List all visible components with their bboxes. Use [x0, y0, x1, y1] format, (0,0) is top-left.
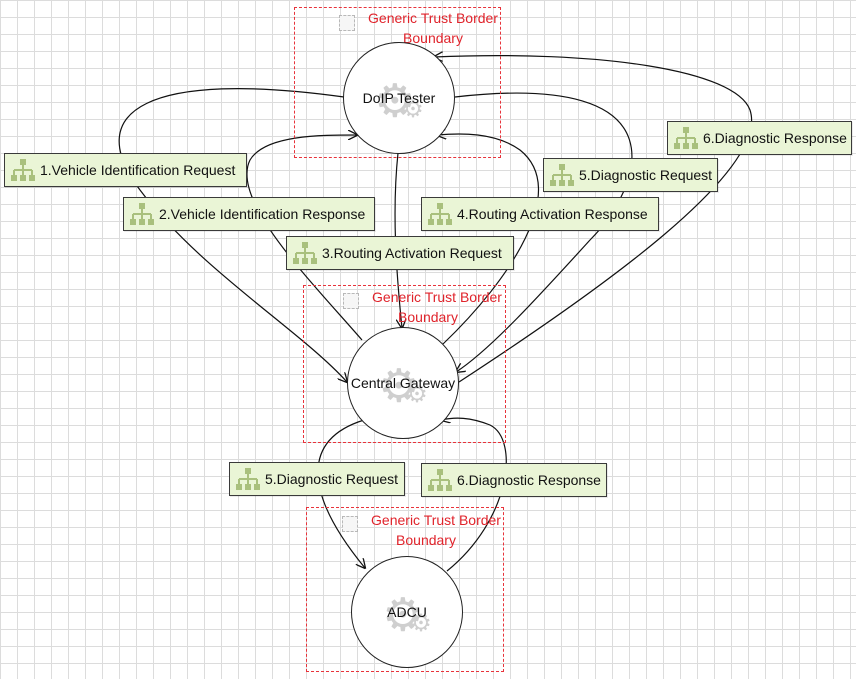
- boundary-label-line2: Boundary: [403, 30, 463, 46]
- gear-icon: ⚙: [378, 359, 420, 412]
- dataflow-icon: [11, 159, 35, 181]
- trust-boundary-doip-label: Generic Trust Border Boundary: [360, 8, 506, 48]
- flow-label-text: 1.Vehicle Identification Request: [40, 162, 236, 178]
- flow-label-text: 3.Routing Activation Request: [322, 245, 502, 261]
- flow-label-text: 6.Diagnostic Response: [457, 472, 601, 488]
- boundary-label-line2: Boundary: [398, 309, 458, 325]
- boundary-label-line1: Generic Trust Border: [372, 289, 502, 305]
- dataflow-icon: [428, 469, 452, 491]
- trust-boundary-adcu-label: Generic Trust Border Boundary: [363, 510, 509, 550]
- trust-boundary-doip[interactable]: [294, 7, 501, 158]
- boundary-label-line1: Generic Trust Border: [371, 512, 501, 528]
- flow-8-edge[interactable]: [441, 418, 507, 572]
- boundary-label-line2: Boundary: [396, 532, 456, 548]
- dataflow-icon: [293, 242, 317, 264]
- flow-2-edge[interactable]: [246, 135, 363, 341]
- flow-label-2[interactable]: 2.Vehicle Identification Response: [123, 197, 375, 231]
- dataflow-icon: [550, 164, 574, 186]
- gear-icon: ⚙: [406, 381, 428, 408]
- gear-icon: ⚙: [410, 610, 432, 637]
- process-central-gateway[interactable]: ⚙ ⚙ Central Gateway: [347, 327, 459, 439]
- flow-label-7[interactable]: 5.Diagnostic Request: [229, 462, 405, 496]
- gear-icon: ⚙: [382, 588, 424, 641]
- flow-label-3[interactable]: 3.Routing Activation Request: [286, 236, 514, 270]
- process-label: ADCU: [387, 604, 427, 620]
- flow-label-6[interactable]: 6.Diagnostic Response: [667, 121, 852, 155]
- dataflow-icon: [236, 468, 260, 490]
- boundary-icon: [339, 15, 355, 31]
- flow-label-4[interactable]: 4.Routing Activation Response: [421, 197, 659, 231]
- boundary-icon: [343, 293, 359, 309]
- flow-4-edge[interactable]: [437, 134, 539, 345]
- flow-label-text: 6.Diagnostic Response: [703, 130, 847, 146]
- flow-label-5[interactable]: 5.Diagnostic Request: [543, 158, 718, 192]
- flow-label-text: 5.Diagnostic Request: [579, 167, 713, 183]
- dataflow-icon: [130, 203, 154, 225]
- gear-icon: ⚙: [374, 74, 416, 127]
- process-doip-tester[interactable]: ⚙ ⚙ DoIP Tester: [343, 42, 455, 154]
- flow-label-8[interactable]: 6.Diagnostic Response: [421, 463, 607, 497]
- trust-boundary-gateway[interactable]: [303, 285, 506, 443]
- boundary-icon: [342, 516, 358, 532]
- dataflow-icon: [674, 127, 698, 149]
- trust-boundary-adcu[interactable]: [306, 507, 504, 672]
- flow-label-1[interactable]: 1.Vehicle Identification Request: [4, 153, 247, 187]
- process-label: DoIP Tester: [362, 90, 436, 106]
- boundary-label-line1: Generic Trust Border: [368, 10, 498, 26]
- trust-boundary-gateway-label: Generic Trust Border Boundary: [364, 287, 510, 327]
- dataflow-icon: [428, 203, 452, 225]
- gear-icon: ⚙: [402, 96, 424, 123]
- flow-label-text: 2.Vehicle Identification Response: [159, 206, 366, 222]
- flow-6-edge[interactable]: [434, 56, 753, 383]
- process-adcu[interactable]: ⚙ ⚙ ADCU: [351, 556, 463, 668]
- flow-label-text: 5.Diagnostic Request: [265, 471, 399, 487]
- flow-label-text: 4.Routing Activation Response: [457, 206, 648, 222]
- process-label: Central Gateway: [350, 375, 456, 391]
